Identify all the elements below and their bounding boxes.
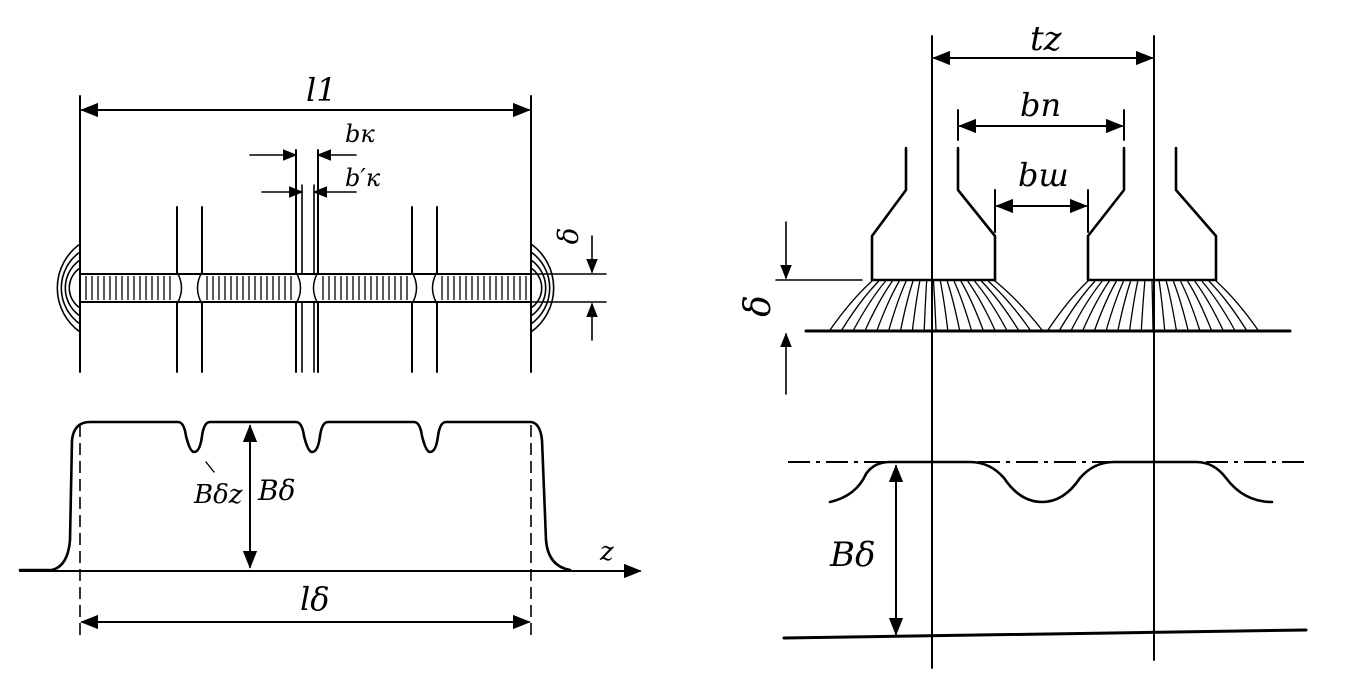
flux-line (841, 280, 880, 331)
flux-line (932, 280, 937, 331)
flux-line (923, 280, 928, 331)
b-delta-label: Bδ (257, 474, 295, 507)
flux-line (1094, 280, 1118, 331)
flux-line (987, 280, 1031, 331)
right-diagram: tz bn bш δ Bδ (738, 19, 1308, 669)
bp-label: bn (1020, 86, 1061, 124)
l1-label: l1 (306, 71, 337, 109)
flux-line (1140, 280, 1146, 331)
flux-line (1117, 280, 1132, 331)
flux-line (980, 280, 1019, 331)
bsh-label: bш (1018, 156, 1069, 194)
fringing-arcs-left (56, 243, 81, 333)
flux-line (1070, 280, 1103, 331)
flux-line (1129, 280, 1139, 331)
tz-label: tz (1030, 19, 1063, 59)
b-delta-z-leader (205, 461, 215, 473)
delta-label-right: δ (738, 295, 779, 317)
flux-line (967, 280, 996, 331)
flux-line (900, 280, 914, 331)
flux-line (960, 280, 984, 331)
flux-line (974, 280, 1008, 331)
flux-line (1059, 280, 1096, 331)
flux-line (953, 280, 972, 331)
flux-line (1179, 280, 1201, 331)
duct-fringing-arcs (176, 271, 438, 305)
ld-label: lδ (300, 580, 330, 618)
flux-line (1158, 280, 1166, 331)
core-packet-lines (79, 149, 532, 373)
flux-line (1151, 280, 1154, 331)
bk-label: bк (345, 120, 375, 148)
bk-prime-label: b′к (345, 164, 381, 192)
fringing-arcs-right (530, 243, 555, 333)
flux-line (939, 280, 949, 331)
slot-right-outline (1086, 146, 1218, 282)
flux-line (1208, 280, 1247, 331)
flux-density-curve (18, 420, 572, 572)
flux-line (1194, 280, 1224, 331)
z-axis-label: z (599, 537, 614, 567)
slot-left-outline (870, 146, 997, 282)
air-gap-band (79, 273, 532, 303)
b-delta-z-label: Bδz (193, 480, 243, 510)
flux-line (1172, 280, 1189, 331)
flux-line (911, 280, 921, 331)
flux-hatching (85, 276, 527, 300)
left-diagram: l1 bк b′к (18, 71, 642, 640)
flux-line (1082, 280, 1110, 331)
flux-line (876, 280, 900, 331)
flux-line (852, 280, 887, 331)
flux-line (994, 280, 1043, 331)
flux-line (1201, 280, 1236, 331)
b-delta-base-line (782, 628, 1308, 640)
flux-line (888, 280, 907, 331)
flux-line (829, 280, 873, 331)
delta-label-left: δ (552, 228, 585, 245)
flux-line (1047, 280, 1089, 331)
flux-line (1215, 280, 1259, 331)
flux-line (1105, 280, 1125, 331)
flux-line (1187, 280, 1212, 331)
b-delta-curve (828, 460, 1274, 504)
b-delta-right-label: Bδ (829, 535, 875, 575)
flux-line (864, 280, 894, 331)
flux-line (1165, 280, 1177, 331)
flux-line (946, 280, 961, 331)
tooth-flux-lines (829, 280, 1259, 331)
